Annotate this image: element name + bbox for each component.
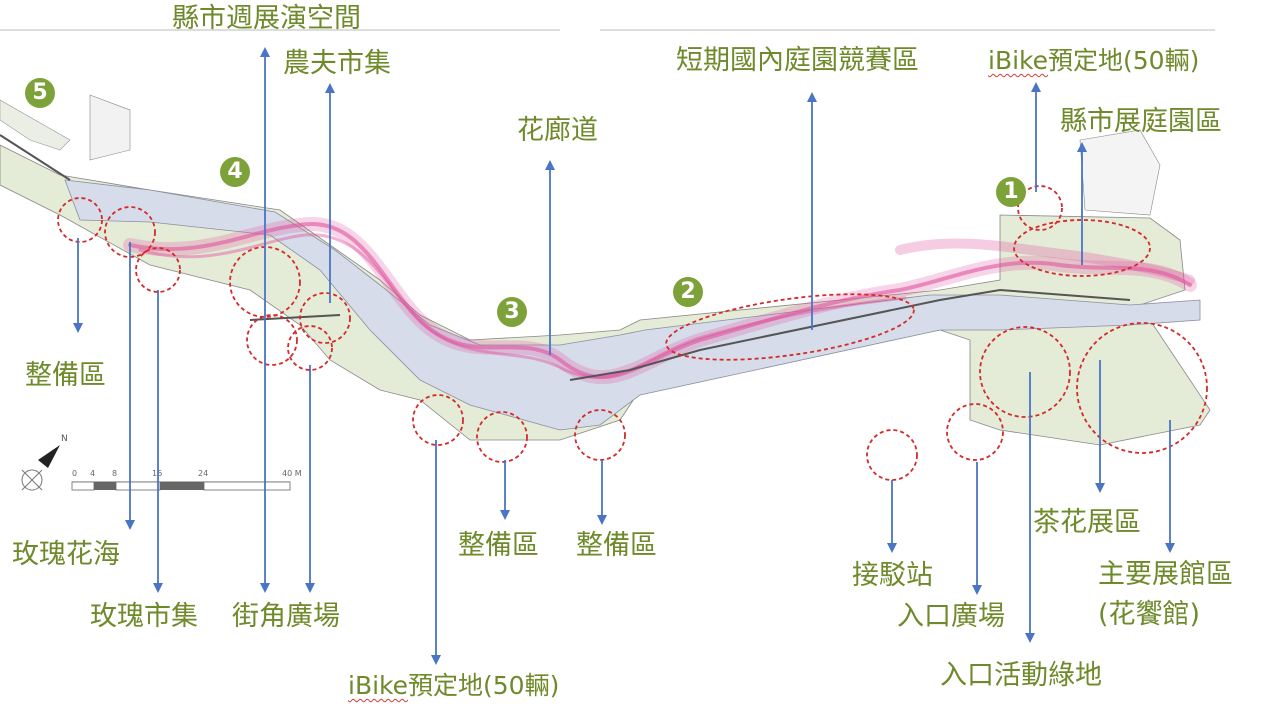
scale-bar: 0 4 8 16 24 40 M — [71, 469, 302, 491]
label-county-garden: 縣市展庭園區 — [1060, 106, 1222, 137]
scale-tick-0: 0 — [72, 469, 77, 478]
north-label: N — [61, 434, 68, 444]
circle-entrance-plaza — [946, 403, 1004, 461]
label-rose-sea: 玫瑰花海 — [12, 539, 120, 570]
label-county-exhibit-space: 縣市週展演空間 — [172, 3, 361, 34]
circle-rose-sea — [104, 206, 156, 258]
circle-maintenance-2 — [476, 411, 528, 463]
label-maintenance-1: 整備區 — [25, 360, 106, 391]
label-ibike-west: iBike預定地(50輛) — [348, 673, 559, 698]
zone-marker-4: 4 — [220, 157, 250, 187]
label-camellia-area: 茶花展區 — [1033, 507, 1141, 538]
circle-rose-east — [57, 197, 103, 243]
zone-marker-2: 2 — [673, 277, 703, 307]
label-domestic-garden-competition: 短期國內庭園競賽區 — [676, 45, 919, 76]
circle-county-garden — [1013, 219, 1151, 277]
zone-marker-3: 3 — [497, 297, 527, 327]
circle-ibike-east — [1017, 185, 1063, 231]
label-entrance-green: 入口活動綠地 — [940, 660, 1102, 691]
circle-shuttle — [866, 429, 918, 481]
circle-domestic-garden — [665, 293, 915, 361]
label-main-pavilion-sub: (花饗館) — [1098, 599, 1201, 630]
circle-street-plaza-a — [246, 314, 298, 366]
scale-tick-24: 24 — [198, 469, 208, 478]
circle-rose-market — [135, 247, 181, 293]
north-arrow-icon: N — [21, 434, 68, 491]
label-ibike-east-prefix: iBike — [988, 46, 1049, 75]
label-flower-corridor: 花廊道 — [517, 115, 598, 146]
scale-tick-40: 40 M — [282, 469, 302, 478]
label-entrance-plaza: 入口廣場 — [897, 601, 1005, 632]
flower-ribbon — [123, 216, 1197, 385]
label-ibike-east: iBike預定地(50輛) — [988, 48, 1199, 73]
circle-entrance-green — [979, 326, 1071, 418]
label-main-pavilion: 主要展館區 — [1098, 559, 1233, 590]
label-rose-market: 玫瑰市集 — [90, 601, 198, 632]
circle-maintenance-3 — [574, 409, 626, 461]
label-maintenance-2: 整備區 — [458, 530, 539, 561]
zone-marker-5: 5 — [25, 78, 55, 108]
circle-farmers-market — [299, 292, 351, 344]
zone-marker-1: 1 — [996, 177, 1026, 207]
scale-tick-4: 4 — [90, 469, 95, 478]
callout-arrows — [73, 47, 1175, 665]
label-street-plaza: 街角廣場 — [232, 601, 340, 632]
circle-main-pavilion — [1076, 322, 1208, 454]
highlight-circles — [57, 185, 1208, 481]
label-ibike-west-suffix: 預定地(50輛) — [408, 671, 560, 700]
label-shuttle-station: 接駁站 — [852, 560, 933, 591]
river-channel — [64, 179, 1201, 431]
label-farmers-market: 農夫市集 — [283, 48, 391, 79]
circle-street-plaza-b — [287, 325, 333, 371]
label-maintenance-3: 整備區 — [576, 530, 657, 561]
scale-tick-8: 8 — [112, 469, 117, 478]
circle-ibike-west — [412, 394, 464, 446]
scale-tick-16: 16 — [152, 469, 162, 478]
label-ibike-east-suffix: 預定地(50輛) — [1048, 46, 1200, 75]
label-ibike-west-prefix: iBike — [348, 671, 409, 700]
